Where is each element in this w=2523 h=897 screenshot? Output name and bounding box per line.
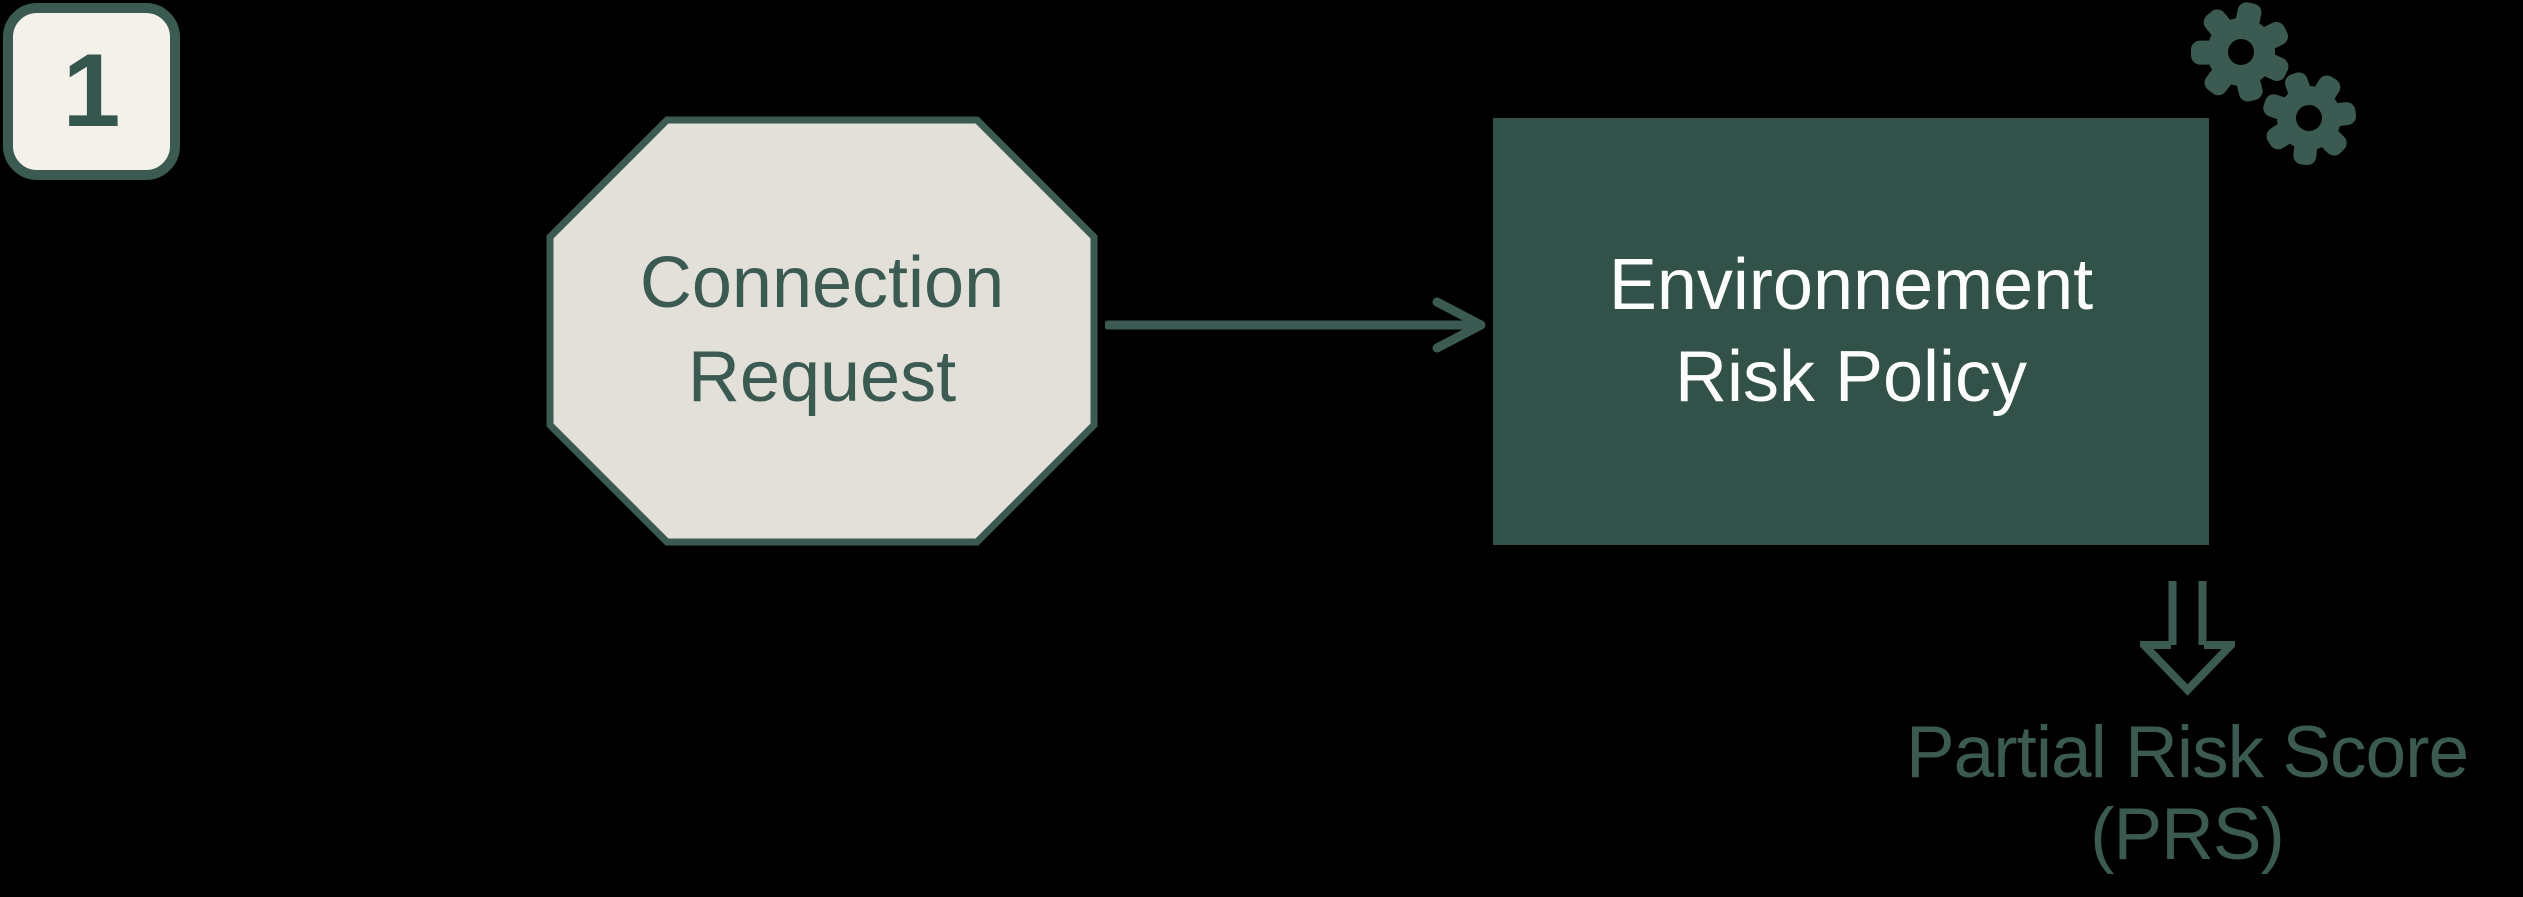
double-arrow-down-icon <box>2140 581 2235 696</box>
connection-request-octagon <box>546 116 1098 546</box>
step-number-badge: 1 <box>3 3 180 180</box>
environment-risk-policy-node: Environnement Risk Policy <box>1493 118 2209 545</box>
environment-risk-policy-label: Environnement Risk Policy <box>1608 245 2094 417</box>
arrow-right-icon <box>1105 297 1486 353</box>
gear-small <box>2263 72 2357 166</box>
partial-risk-score-label: Partial Risk Score (PRS) <box>1905 712 2469 876</box>
gears-icon <box>2190 2 2357 166</box>
step-number: 1 <box>62 33 121 149</box>
gear-large <box>2190 2 2289 102</box>
connection-request-label: Connection Request <box>639 243 1005 417</box>
octagon-shape <box>546 116 1098 546</box>
